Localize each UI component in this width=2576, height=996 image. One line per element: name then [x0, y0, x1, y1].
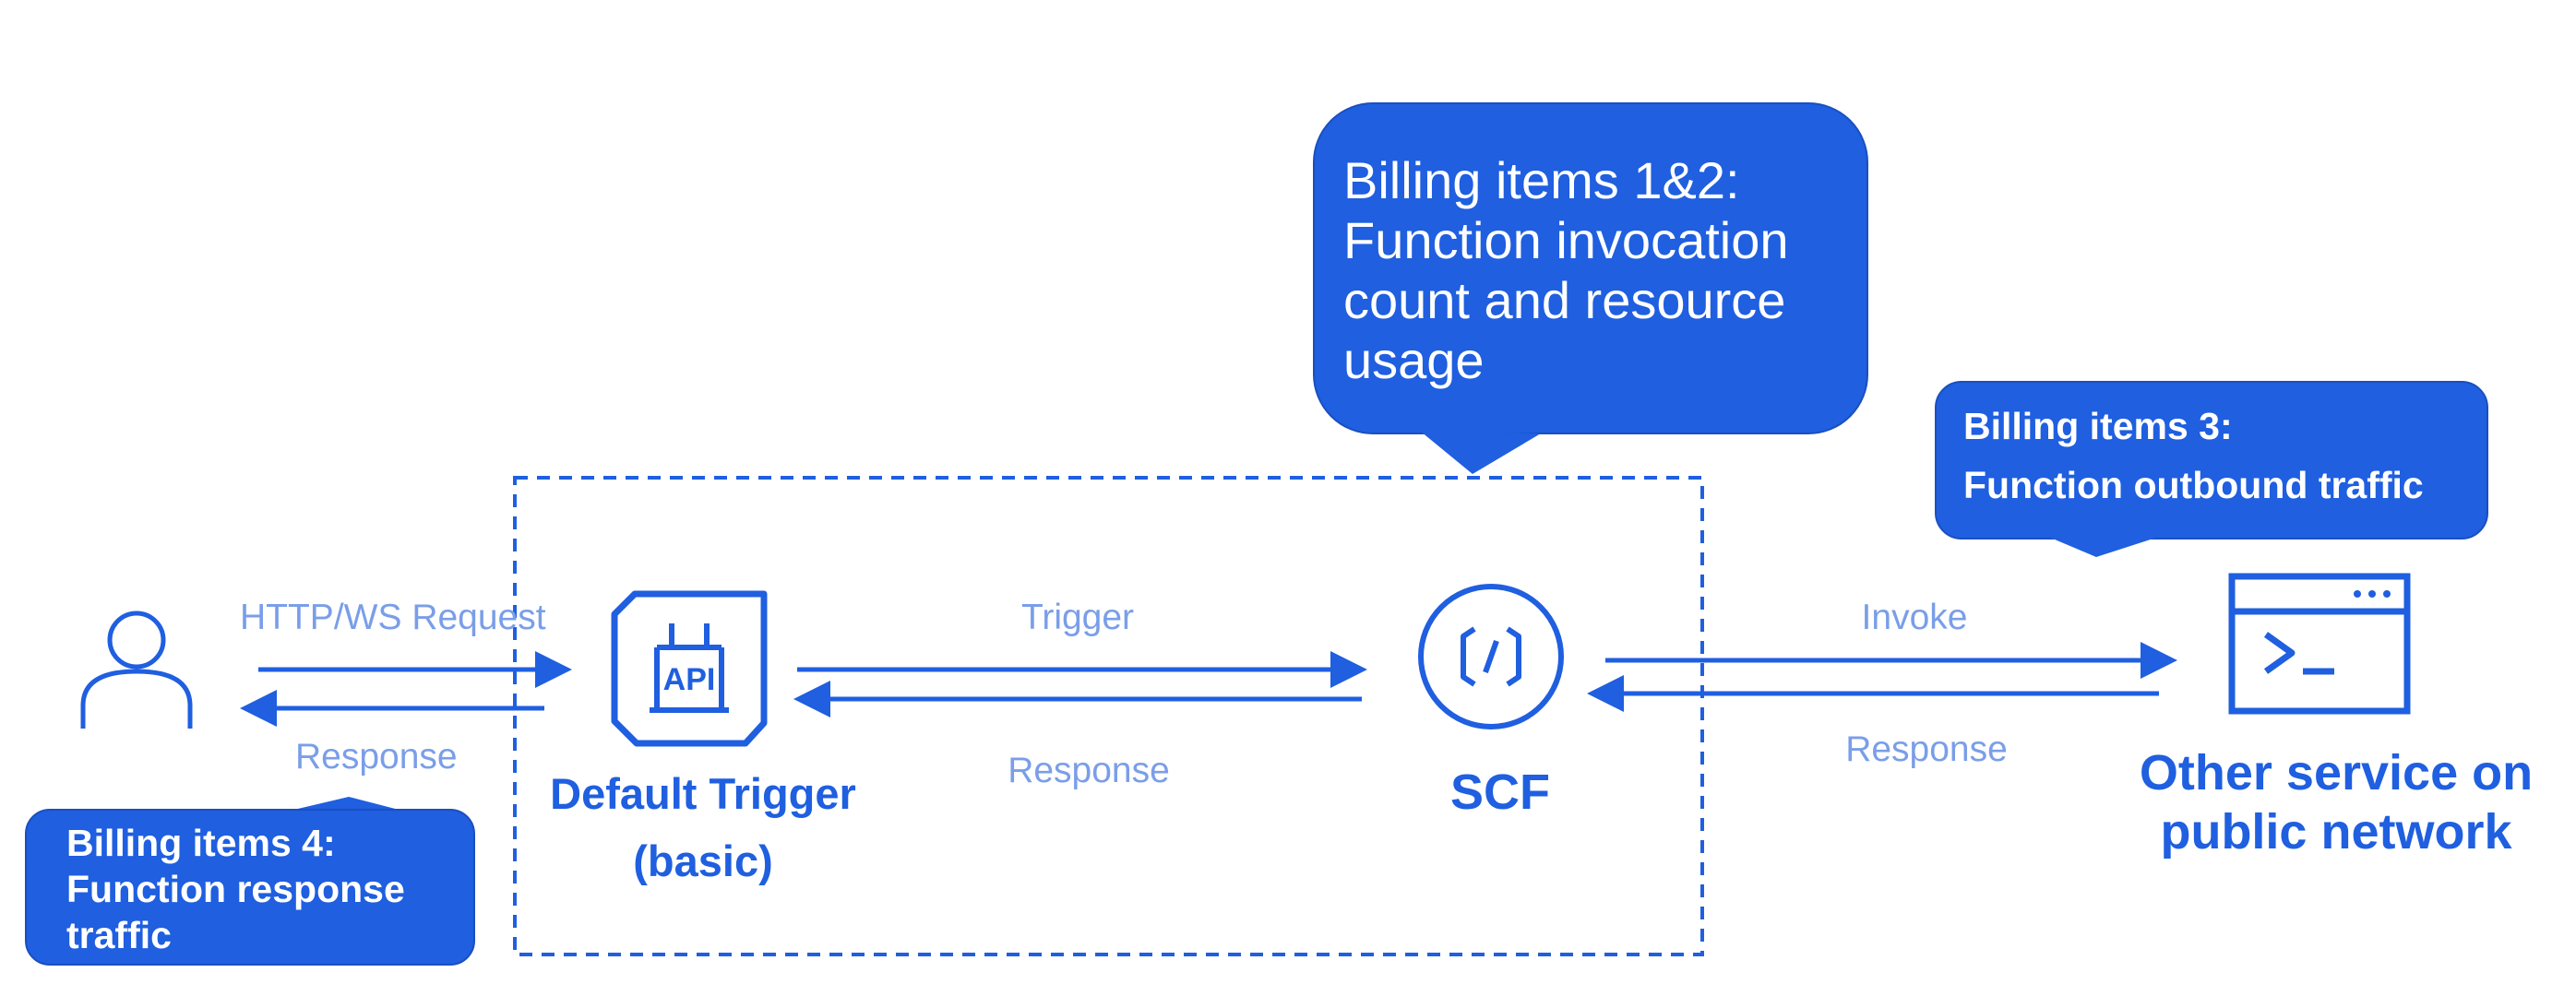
terminal-window-icon	[2228, 573, 2411, 715]
user-response-label: Response	[295, 737, 458, 777]
trigger-response-label: Response	[1008, 751, 1170, 790]
callout-billing-1-2: Billing items 1&2: Function invocation c…	[1313, 102, 1868, 474]
api-gateway-icon: API	[611, 590, 768, 747]
public-service-label-line2: public network	[2160, 804, 2512, 860]
scf-label: SCF	[1450, 765, 1550, 820]
scf-boundary-box	[513, 476, 1704, 956]
scf-function-icon	[1418, 584, 1564, 729]
callout-billing-1-2-line2: Function invocation	[1343, 211, 1789, 269]
callout-billing-1-2-line1: Billing items 1&2:	[1343, 151, 1740, 209]
callout-billing-3-line2: Function outbound traffic	[1963, 464, 2424, 506]
user-icon	[80, 611, 193, 729]
trigger-label: Trigger	[1021, 598, 1134, 637]
request-label: HTTP/WS Request	[240, 598, 546, 637]
callout-billing-4-line1: Billing items 4:	[66, 822, 336, 864]
trigger-label-line2: (basic)	[633, 836, 773, 885]
callout-billing-1-2-line3: count and resource	[1343, 271, 1785, 329]
callout-billing-3-line1: Billing items 3:	[1963, 405, 2233, 447]
callout-billing-4: Billing items 4: Function response traff…	[25, 797, 475, 966]
svg-text:API: API	[663, 662, 716, 697]
callout-billing-3: Billing items 3: Function outbound traff…	[1935, 381, 2488, 557]
callout-billing-4-line2: Function response	[66, 868, 405, 910]
public-service-label-line1: Other service on	[2140, 745, 2533, 800]
callout-billing-4-line3: traffic	[66, 914, 172, 956]
callout-billing-1-2-line4: usage	[1343, 331, 1485, 389]
invoke-label: Invoke	[1862, 598, 1968, 637]
trigger-label-line1: Default Trigger	[550, 769, 856, 818]
invoke-response-label: Response	[1845, 729, 2008, 769]
